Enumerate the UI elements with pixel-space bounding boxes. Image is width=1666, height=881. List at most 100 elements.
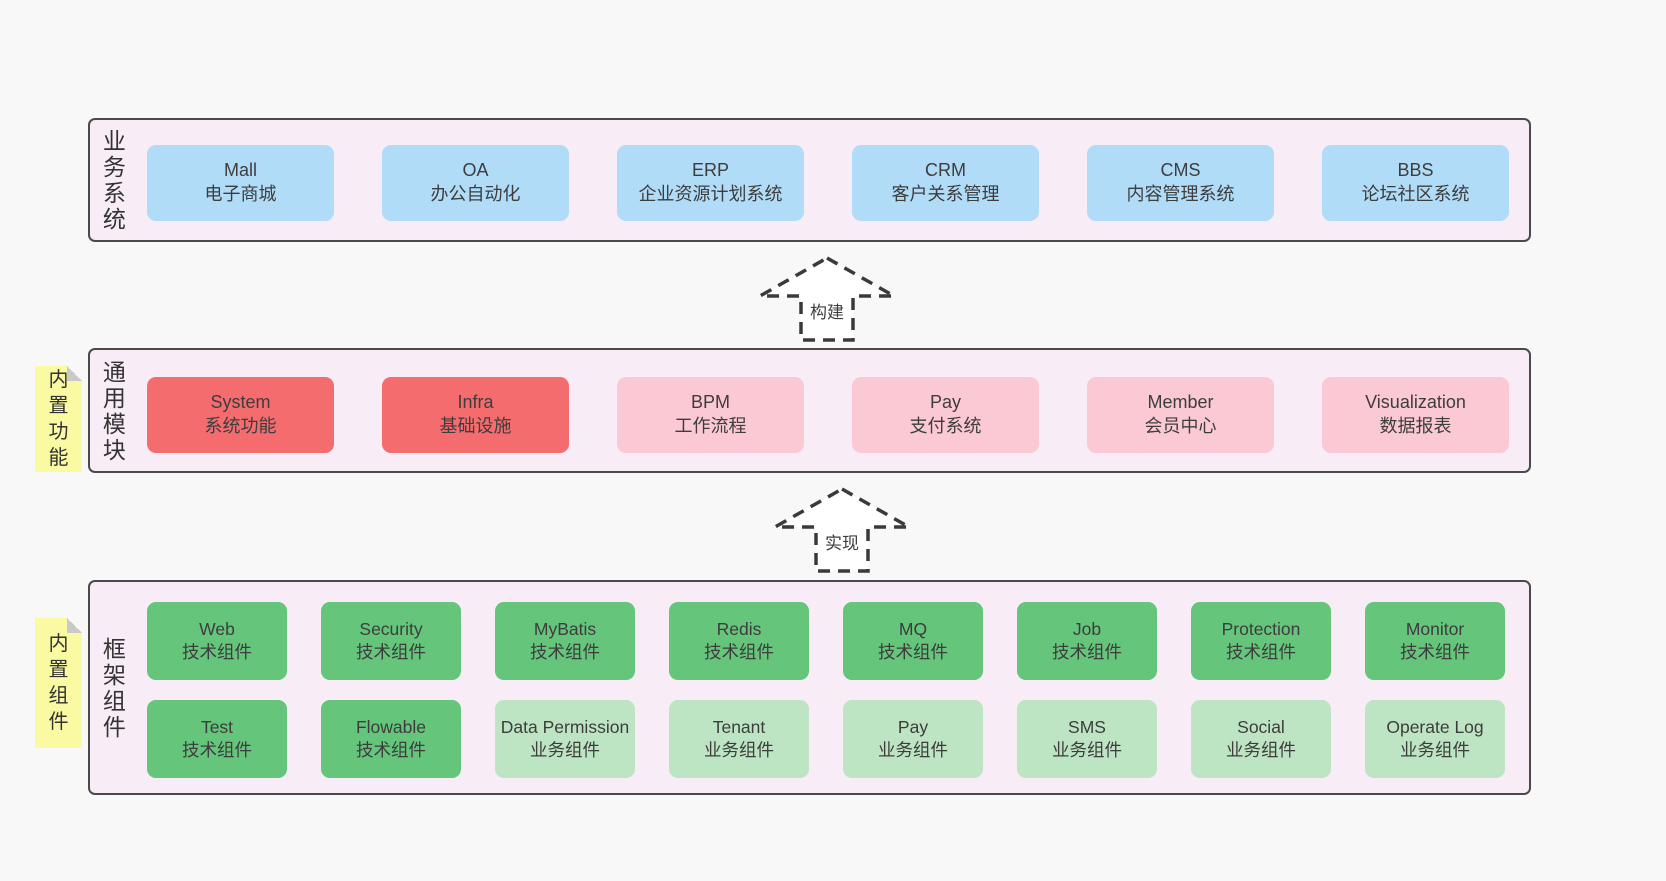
module-subtitle: 技术组件 <box>878 642 948 662</box>
module-box: Flowable 技术组件 <box>321 700 461 778</box>
module-box: Pay 业务组件 <box>843 700 983 778</box>
module-box: Security 技术组件 <box>321 602 461 680</box>
module-name: Operate Log <box>1386 716 1484 737</box>
implement-arrow-icon: 实现 <box>772 486 912 574</box>
band-common-modules: 通用模块 System 系统功能 Infra 基础设施 BPM 工作流程 Pay 支付系统 Me… <box>88 348 1531 473</box>
module-box: Web 技术组件 <box>147 602 287 680</box>
module-box: OA 办公自动化 <box>382 145 569 221</box>
module-subtitle: 技术组件 <box>704 642 774 662</box>
module-name: BBS <box>1397 160 1434 181</box>
module-subtitle: 技术组件 <box>356 642 426 662</box>
module-subtitle: 业务组件 <box>530 740 600 760</box>
arrow-label: 实现 <box>822 528 862 555</box>
module-box: Redis 技术组件 <box>669 602 809 680</box>
module-name: MQ <box>898 618 928 639</box>
module-box: MyBatis 技术组件 <box>495 602 635 680</box>
module-row: System 系统功能 Infra 基础设施 BPM 工作流程 Pay 支付系统 Member 会… <box>147 377 1509 453</box>
module-subtitle: 技术组件 <box>182 642 252 662</box>
module-box: BBS 论坛社区系统 <box>1322 145 1509 221</box>
module-name: System <box>210 392 271 413</box>
module-subtitle: 系统功能 <box>204 416 277 436</box>
module-box: Pay 支付系统 <box>852 377 1039 453</box>
module-name: Visualization <box>1365 392 1466 413</box>
module-box: ERP 企业资源计划系统 <box>617 145 804 221</box>
module-subtitle: 业务组件 <box>1400 740 1470 760</box>
module-box: Monitor 技术组件 <box>1365 602 1505 680</box>
module-subtitle: 业务组件 <box>1226 740 1296 760</box>
module-name: Data Permission <box>500 716 630 737</box>
module-box: CRM 客户关系管理 <box>852 145 1039 221</box>
module-subtitle: 数据报表 <box>1379 416 1452 436</box>
module-box: Member 会员中心 <box>1087 377 1274 453</box>
module-box: MQ 技术组件 <box>843 602 983 680</box>
module-subtitle: 内容管理系统 <box>1126 184 1235 204</box>
module-name: Flowable <box>355 716 427 737</box>
sticky-note-builtin-features: 内置功能 <box>35 366 82 472</box>
module-subtitle: 支付系统 <box>909 416 982 436</box>
module-box: CMS 内容管理系统 <box>1087 145 1274 221</box>
band-title: 通用模块 <box>102 358 126 463</box>
module-subtitle: 技术组件 <box>356 740 426 760</box>
module-name: Tenant <box>712 716 766 737</box>
module-name: Job <box>1072 618 1102 639</box>
module-name: CMS <box>1160 160 1201 181</box>
module-name: Security <box>359 618 423 639</box>
module-subtitle: 电子商城 <box>204 184 277 204</box>
module-name: Monitor <box>1405 618 1465 639</box>
module-subtitle: 技术组件 <box>1400 642 1470 662</box>
sticky-note-builtin-components: 内置组件 <box>35 618 82 748</box>
module-subtitle: 论坛社区系统 <box>1361 184 1470 204</box>
module-name: MyBatis <box>533 618 597 639</box>
module-name: Test <box>200 716 234 737</box>
module-name: Mall <box>223 160 257 181</box>
module-box: Test 技术组件 <box>147 700 287 778</box>
module-name: Pay <box>929 392 962 413</box>
module-name: Social <box>1237 716 1285 737</box>
module-box: Job 技术组件 <box>1017 602 1157 680</box>
module-box: Infra 基础设施 <box>382 377 569 453</box>
module-subtitle: 业务组件 <box>704 740 774 760</box>
band-title: 框架组件 <box>102 635 126 740</box>
module-subtitle: 技术组件 <box>530 642 600 662</box>
module-subtitle: 业务组件 <box>1052 740 1122 760</box>
module-box: Visualization 数据报表 <box>1322 377 1509 453</box>
module-name: Pay <box>897 716 929 737</box>
module-name: SMS <box>1068 716 1106 737</box>
module-name: Redis <box>716 618 762 639</box>
module-name: ERP <box>691 160 729 181</box>
arrow-label: 构建 <box>807 297 847 324</box>
module-subtitle: 技术组件 <box>1226 642 1296 662</box>
module-name: Infra <box>457 392 494 413</box>
module-box: Mall 电子商城 <box>147 145 334 221</box>
module-subtitle: 业务组件 <box>878 740 948 760</box>
module-subtitle: 工作流程 <box>674 416 747 436</box>
module-box: BPM 工作流程 <box>617 377 804 453</box>
module-box: Data Permission 业务组件 <box>495 700 635 778</box>
module-name: OA <box>462 160 489 181</box>
module-subtitle: 企业资源计划系统 <box>638 184 783 204</box>
module-box: System 系统功能 <box>147 377 334 453</box>
sticky-note-label: 内置功能 <box>48 369 69 469</box>
module-name: CRM <box>925 160 966 181</box>
module-name: Web <box>199 618 235 639</box>
module-subtitle: 会员中心 <box>1144 416 1217 436</box>
module-row: Mall 电子商城 OA 办公自动化 ERP 企业资源计划系统 CRM 客户关系管理 CMS 内容… <box>147 145 1509 221</box>
module-name: BPM <box>690 392 730 413</box>
build-arrow-icon: 构建 <box>757 255 897 343</box>
module-box: Tenant 业务组件 <box>669 700 809 778</box>
module-subtitle: 客户关系管理 <box>891 184 1000 204</box>
module-subtitle: 办公自动化 <box>430 184 521 204</box>
module-box: Operate Log 业务组件 <box>1365 700 1505 778</box>
module-name: Member <box>1147 392 1214 413</box>
module-box: SMS 业务组件 <box>1017 700 1157 778</box>
module-subtitle: 技术组件 <box>1052 642 1122 662</box>
sticky-note-label: 内置组件 <box>48 633 69 733</box>
module-subtitle: 技术组件 <box>182 740 252 760</box>
module-box: Social 业务组件 <box>1191 700 1331 778</box>
module-subtitle: 基础设施 <box>439 416 512 436</box>
